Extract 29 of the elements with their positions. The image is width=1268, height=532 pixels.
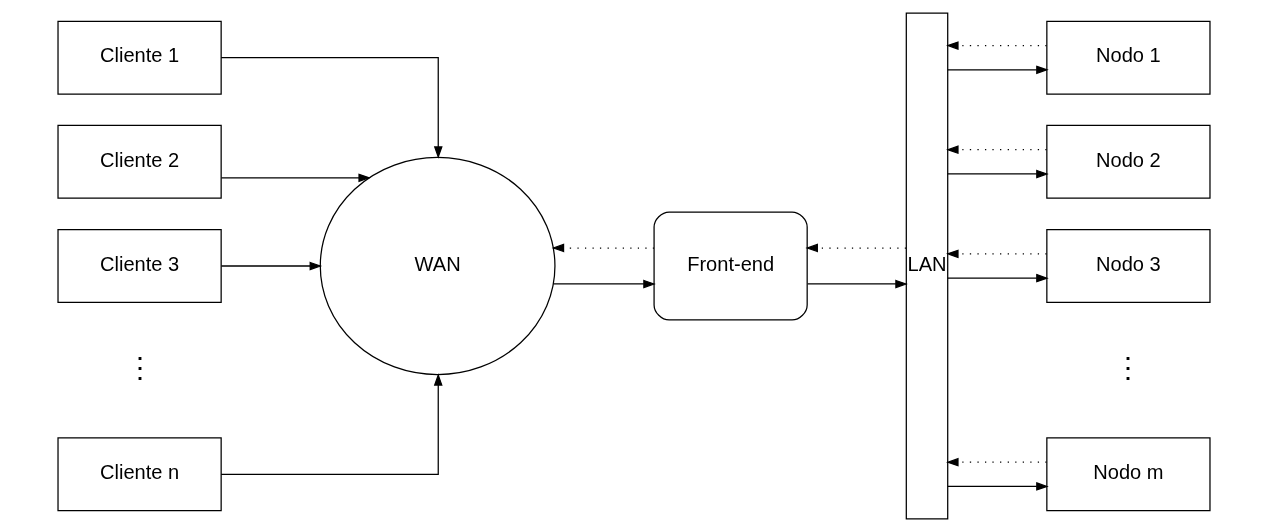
node-box: Cliente 1 <box>57 20 222 95</box>
arrow <box>947 65 1049 75</box>
arrow <box>220 261 323 271</box>
arrow <box>552 279 656 289</box>
arrow <box>946 41 1048 50</box>
arrow <box>805 243 907 253</box>
arrow <box>946 145 1048 155</box>
node-box: Nodo m <box>1046 437 1211 512</box>
label: ⋮ <box>125 352 154 384</box>
arrow <box>807 279 908 289</box>
arrow <box>551 243 655 253</box>
node-box: Nodo 2 <box>1046 124 1211 199</box>
arrow <box>947 169 1049 179</box>
arrow <box>946 249 1048 259</box>
node-box: Cliente n <box>57 437 222 512</box>
node-box: Front-end <box>653 211 808 321</box>
node-box: Cliente 2 <box>57 124 222 199</box>
node-box: Nodo 1 <box>1046 20 1211 95</box>
arrow <box>220 57 443 159</box>
arrow <box>947 273 1049 283</box>
arrow <box>947 482 1049 491</box>
arrow <box>220 173 371 183</box>
arrow <box>946 457 1048 467</box>
label: ⋮ <box>1114 352 1143 384</box>
arrow <box>220 373 443 475</box>
node-box: Nodo 3 <box>1046 229 1211 303</box>
node-box: LAN <box>905 12 949 520</box>
node-circle: WAN <box>319 156 556 376</box>
node-box: Cliente 3 <box>57 229 222 303</box>
